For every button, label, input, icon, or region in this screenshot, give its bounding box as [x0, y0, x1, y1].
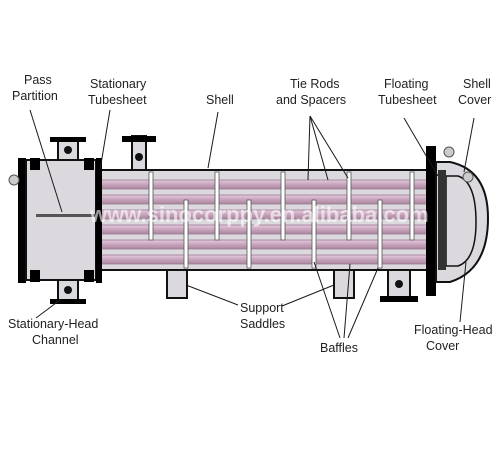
- label-baffles: Baffles: [320, 341, 358, 355]
- tube: [99, 239, 446, 250]
- baffle: [214, 171, 220, 241]
- stationary-tubesheet: [96, 158, 102, 283]
- shell-nozzle-bottom: [380, 269, 418, 302]
- baffle: [183, 199, 189, 269]
- support-saddle-right: [333, 269, 355, 299]
- baffle: [346, 171, 352, 241]
- baffle: [148, 171, 154, 241]
- label-support-saddles: Support Saddles: [240, 301, 287, 331]
- label-stationary-tubesheet: Stationary Tubesheet: [88, 77, 150, 107]
- label-pass-partition: Pass Partition: [12, 73, 58, 103]
- label-floating-head-cover: Floating-Head Cover: [414, 323, 496, 353]
- floating-head-cover: [445, 175, 477, 267]
- channel-nozzle-top: [50, 137, 86, 161]
- shell-cover-flange: [426, 146, 436, 296]
- baffle: [280, 171, 286, 241]
- channel-nozzle-bottom: [50, 279, 86, 304]
- shell-nozzle-top: [122, 135, 156, 171]
- baffle: [409, 171, 415, 241]
- watermark: www.sinocorppy.en.alibaba.com: [89, 202, 429, 227]
- baffle: [377, 199, 383, 269]
- label-tie-rods-spacers: Tie Rods and Spacers: [276, 77, 346, 107]
- floating-tubesheet: [438, 170, 446, 270]
- baffle: [311, 199, 317, 269]
- label-shell-cover: Shell Cover: [458, 77, 494, 107]
- support-saddle-left: [166, 269, 188, 299]
- stationary-head-channel: [8, 158, 97, 283]
- label-shell: Shell: [206, 93, 234, 107]
- label-floating-tubesheet: Floating Tubesheet: [378, 77, 437, 107]
- tube: [99, 254, 446, 265]
- baffles: [148, 171, 415, 269]
- leader-lines: [29, 109, 475, 339]
- labels: Pass Partition Stationary Tubesheet Shel…: [8, 73, 496, 355]
- label-stationary-head-channel: Stationary-Head Channel: [8, 317, 102, 347]
- baffle: [246, 199, 252, 269]
